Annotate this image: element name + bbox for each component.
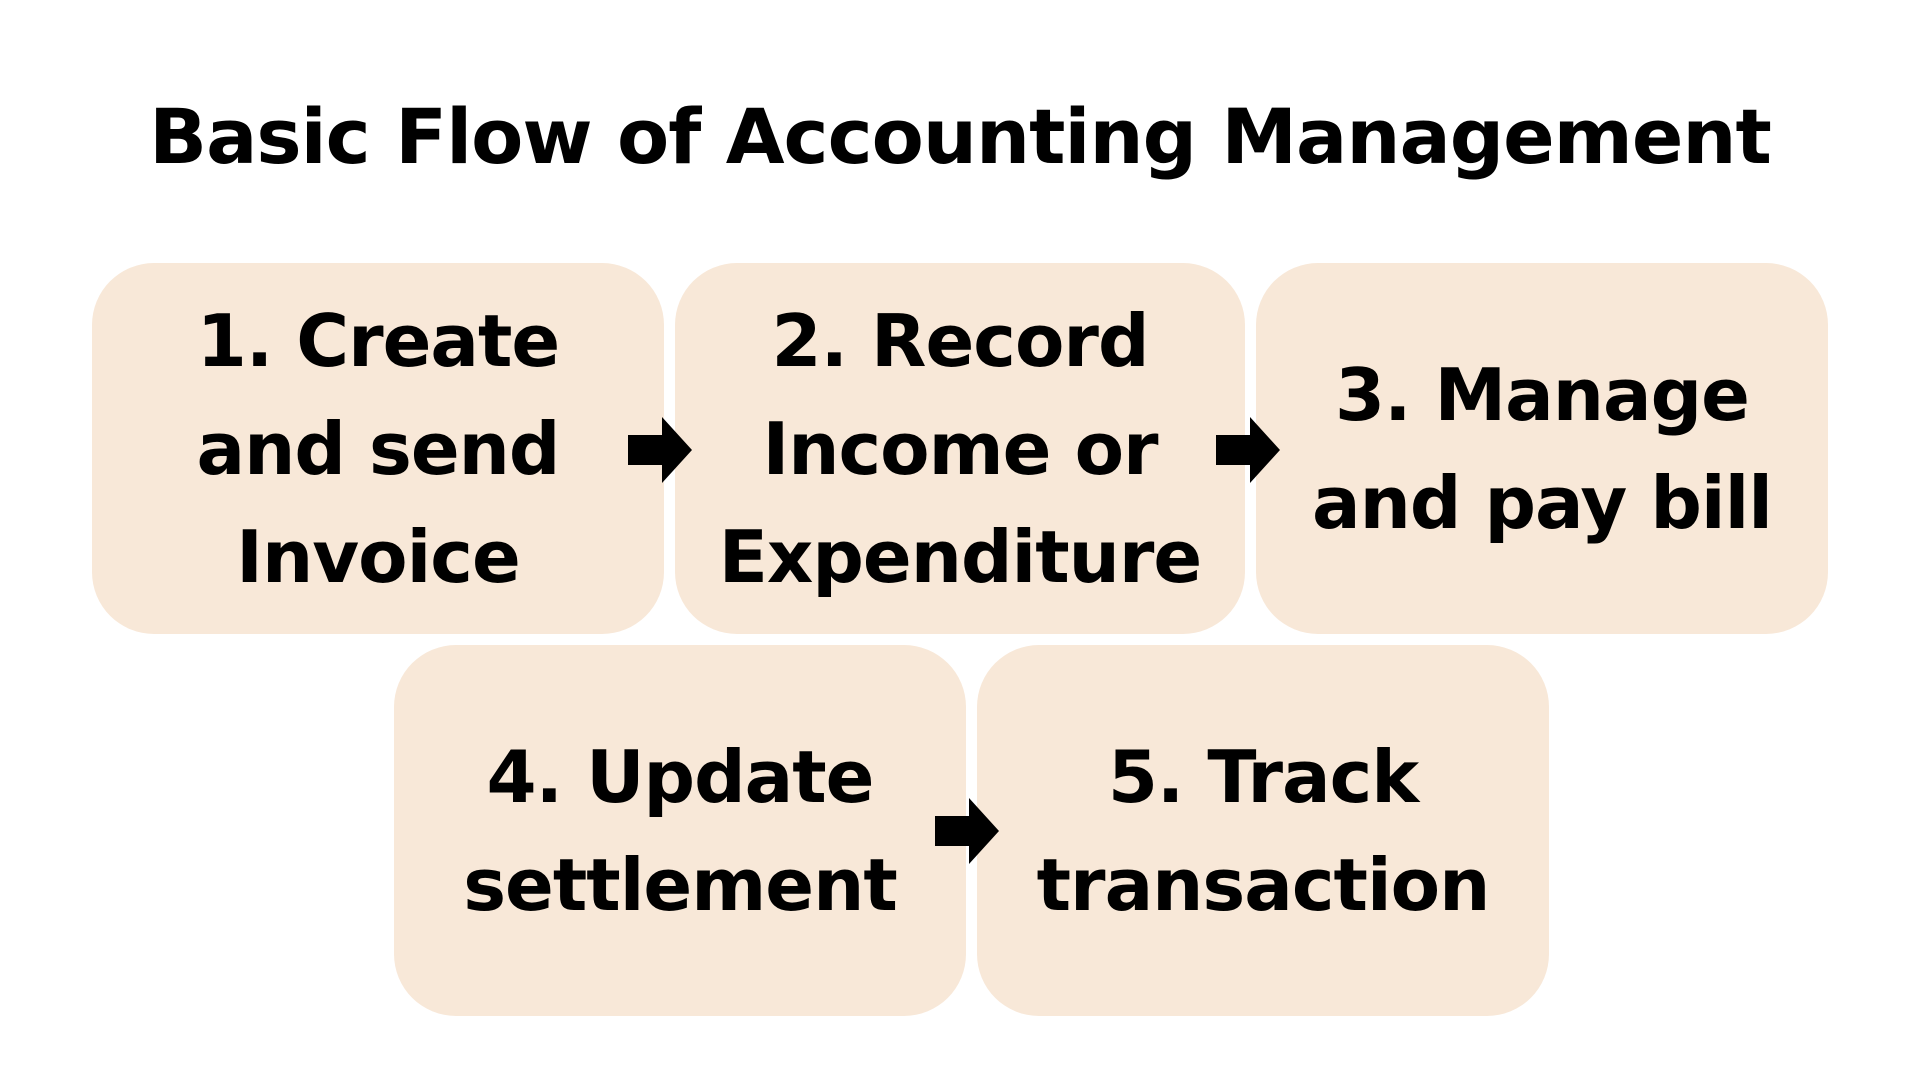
- step-4-box: 4. Update settlement: [394, 645, 966, 1016]
- step-1-box: 1. Create and send Invoice: [92, 263, 664, 634]
- step-3-label: 3. Manage and pay bill: [1312, 352, 1773, 545]
- step-1-label: 1. Create and send Invoice: [196, 298, 561, 599]
- arrow-right-icon: [628, 417, 692, 483]
- step-5-box: 5. Track transaction: [977, 645, 1549, 1016]
- arrow-right-icon: [1216, 417, 1280, 483]
- step-2-box: 2. Record Income or Expenditure: [675, 263, 1245, 634]
- arrow-right-icon: [935, 798, 999, 864]
- step-3-box: 3. Manage and pay bill: [1256, 263, 1828, 634]
- diagram-title: Basic Flow of Accounting Management: [149, 92, 1772, 181]
- step-5-label: 5. Track transaction: [1036, 734, 1491, 927]
- step-2-label: 2. Record Income or Expenditure: [718, 298, 1203, 599]
- step-4-label: 4. Update settlement: [463, 734, 898, 927]
